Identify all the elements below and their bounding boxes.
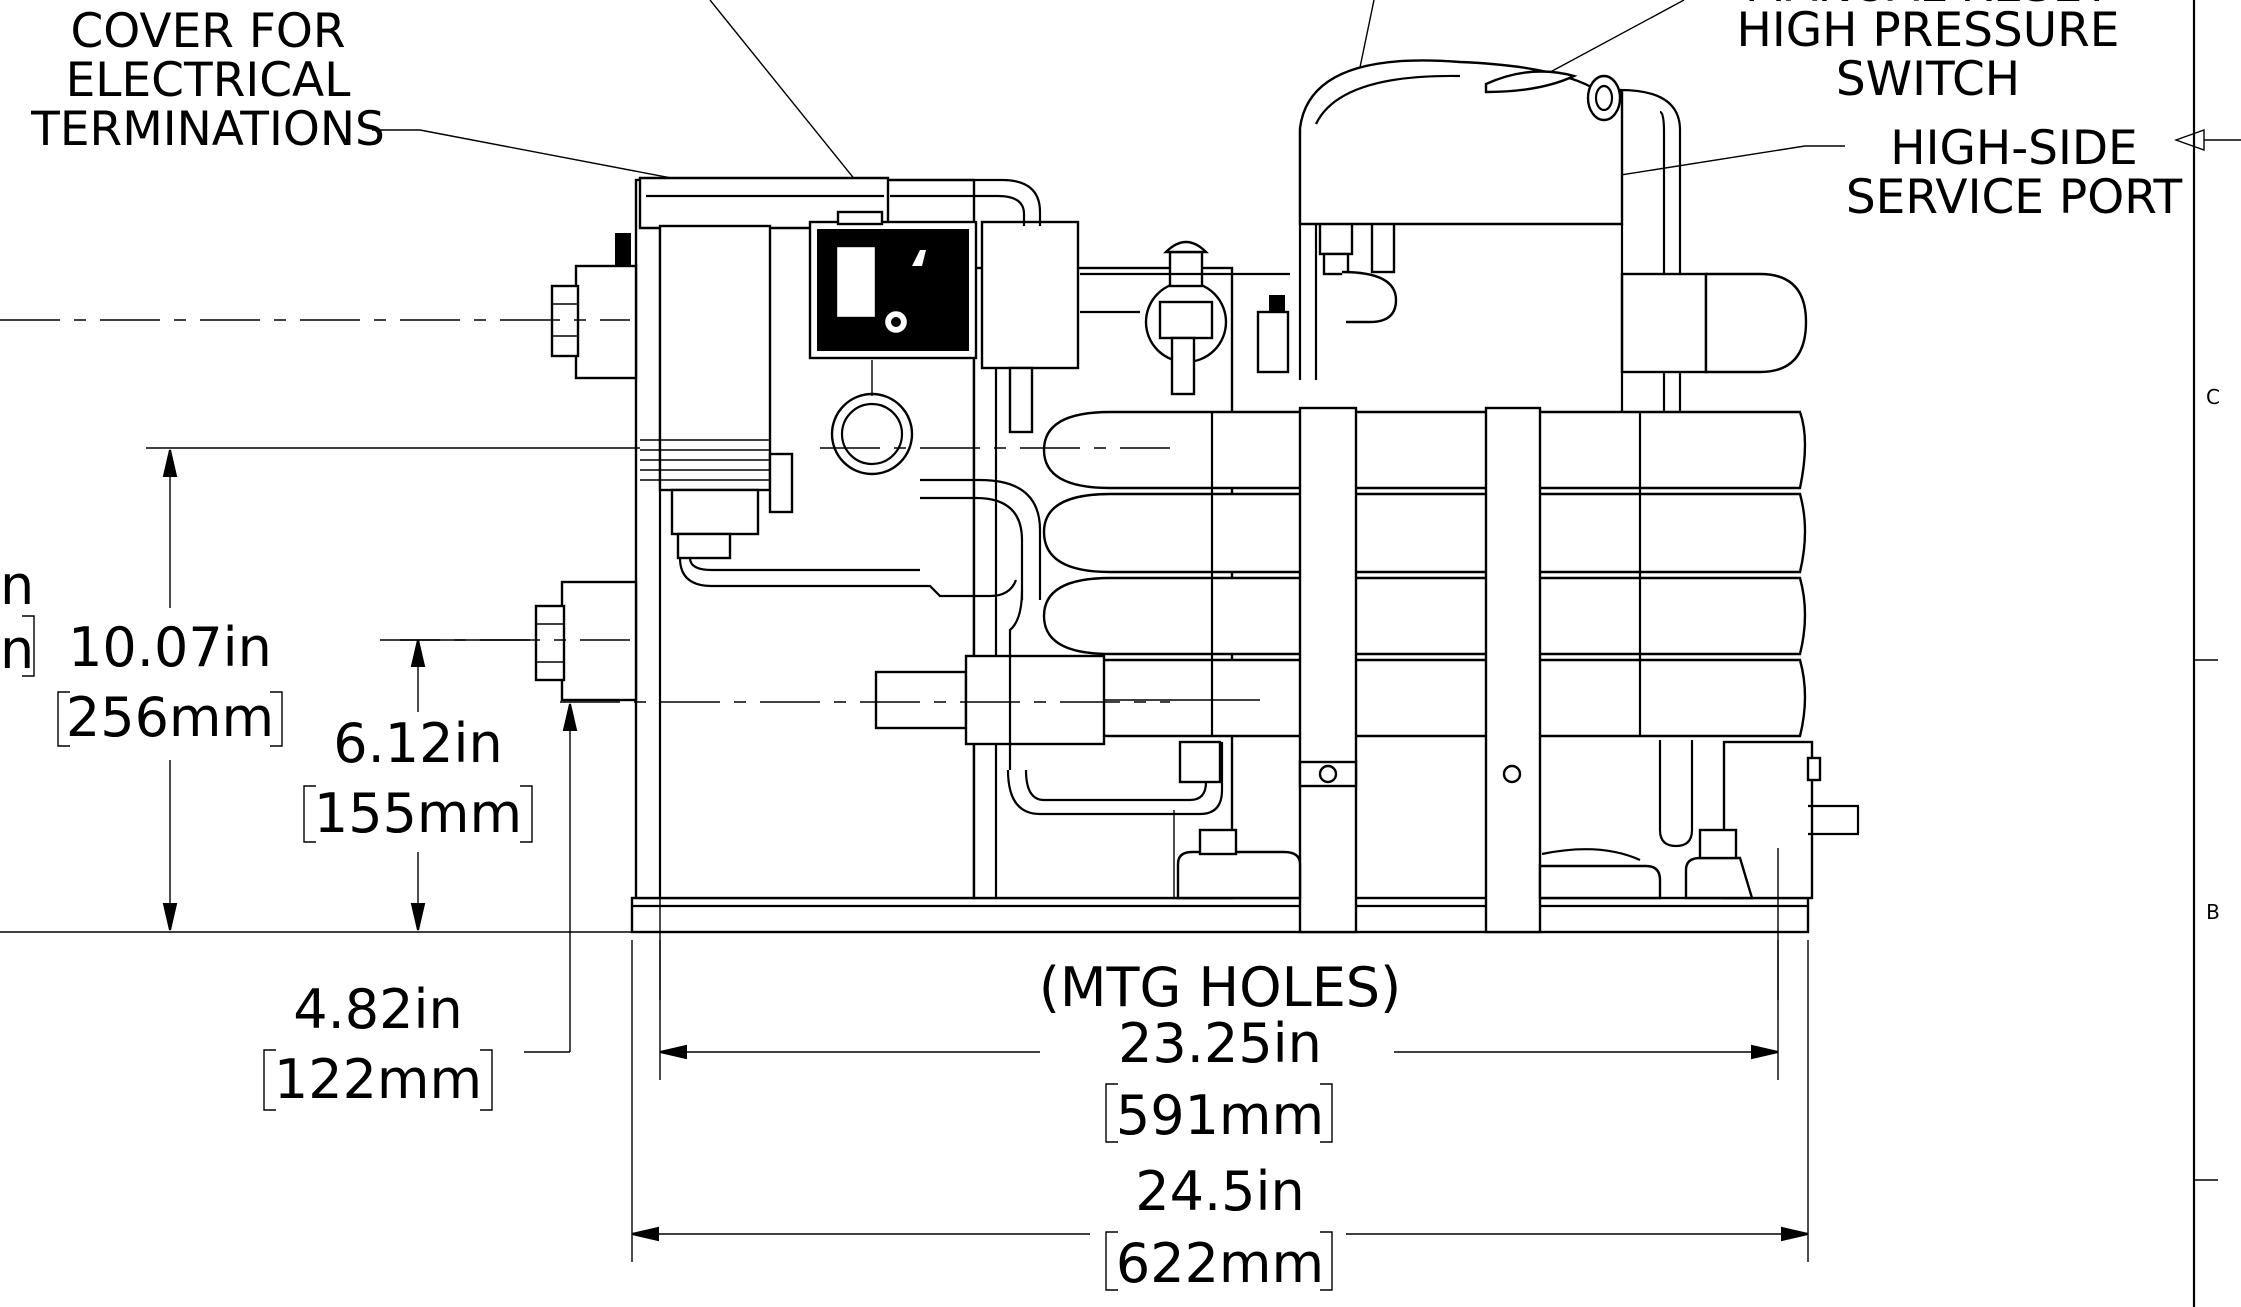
dimension-width-in: 24.5in: [1135, 1160, 1304, 1223]
upper-connector: [574, 264, 638, 380]
callout-switch-line2: HIGH PRESSURE: [1736, 3, 2119, 58]
lower-connector: [560, 580, 638, 702]
callout-cover-electrical: COVER FOR ELECTRICAL TERMINATIONS: [30, 4, 385, 157]
dimension-height-10in: 10.07in 256mm: [57, 449, 283, 931]
dimension-height-4in: 4.82in 122mm: [263, 703, 578, 1111]
motor-ribs: [640, 439, 770, 481]
callout-cover-line3: TERMINATIONS: [30, 102, 385, 157]
dimension-mtg-in: 23.25in: [1118, 1012, 1322, 1075]
callout-service-port: HIGH-SIDE SERVICE PORT: [1846, 121, 2183, 225]
condensing-unit-drawing: [534, 59, 1860, 1000]
zone-letter-b: B: [2206, 900, 2220, 924]
contactor-box: [980, 220, 1080, 370]
callout-switch-line1: MANUAL RESET: [1745, 0, 2111, 13]
dimension-overall-width: 24.5in 622mm: [631, 1160, 1809, 1295]
callout-cover-line2: ELECTRICAL: [66, 53, 351, 108]
dimension-height-6in: 6.12in 155mm: [303, 639, 533, 931]
compressor-dome: [1298, 59, 1624, 226]
dimension-4in-mm: 122mm: [274, 1048, 482, 1111]
sight-glass: [830, 392, 914, 476]
condenser-coils: [1042, 410, 1807, 738]
dimension-width-mm: 622mm: [1116, 1232, 1324, 1295]
callout-high-pressure-switch: MANUAL RESET HIGH PRESSURE SWITCH: [1736, 0, 2119, 107]
dimension-partial-mm: n: [0, 618, 34, 681]
dimension-6in-value: 6.12in: [333, 712, 502, 775]
extension-lines: [0, 447, 1809, 1262]
service-port-fitting: [1370, 216, 1396, 274]
leader-lines: [372, 0, 1845, 251]
dimension-partial-left: n n: [0, 554, 35, 681]
dimension-10in-mm: 256mm: [66, 686, 274, 749]
drawing-border: [2173, 0, 2241, 1307]
zone-letter-c: C: [2206, 385, 2220, 409]
dimension-mounting-holes: (MTG HOLES) 23.25in 591mm: [659, 956, 1779, 1147]
dimension-mtg-label: (MTG HOLES): [1039, 956, 1401, 1019]
terminal-box: [658, 224, 772, 492]
expansion-valve: [1144, 240, 1290, 396]
bracket-right: [1484, 406, 1542, 934]
dimension-6in-mm: 155mm: [314, 782, 522, 845]
dimension-4in-value: 4.82in: [293, 978, 462, 1041]
receiver-tank: [1620, 272, 1708, 374]
base-plate: [630, 896, 1810, 934]
dimension-partial-in: n: [0, 554, 34, 617]
callout-port-line2: SERVICE PORT: [1846, 170, 2183, 225]
callout-switch-line3: SWITCH: [1836, 52, 2020, 107]
suction-tube: [874, 670, 968, 730]
bracket-left: [1298, 406, 1358, 934]
feet: [1176, 828, 1754, 900]
control-display: [834, 244, 878, 320]
dimension-10in-value: 10.07in: [68, 616, 272, 679]
callout-port-line1: HIGH-SIDE: [1890, 121, 2138, 176]
dimension-mtg-mm: 591mm: [1116, 1084, 1324, 1147]
callout-cover-line1: COVER FOR: [70, 4, 345, 59]
